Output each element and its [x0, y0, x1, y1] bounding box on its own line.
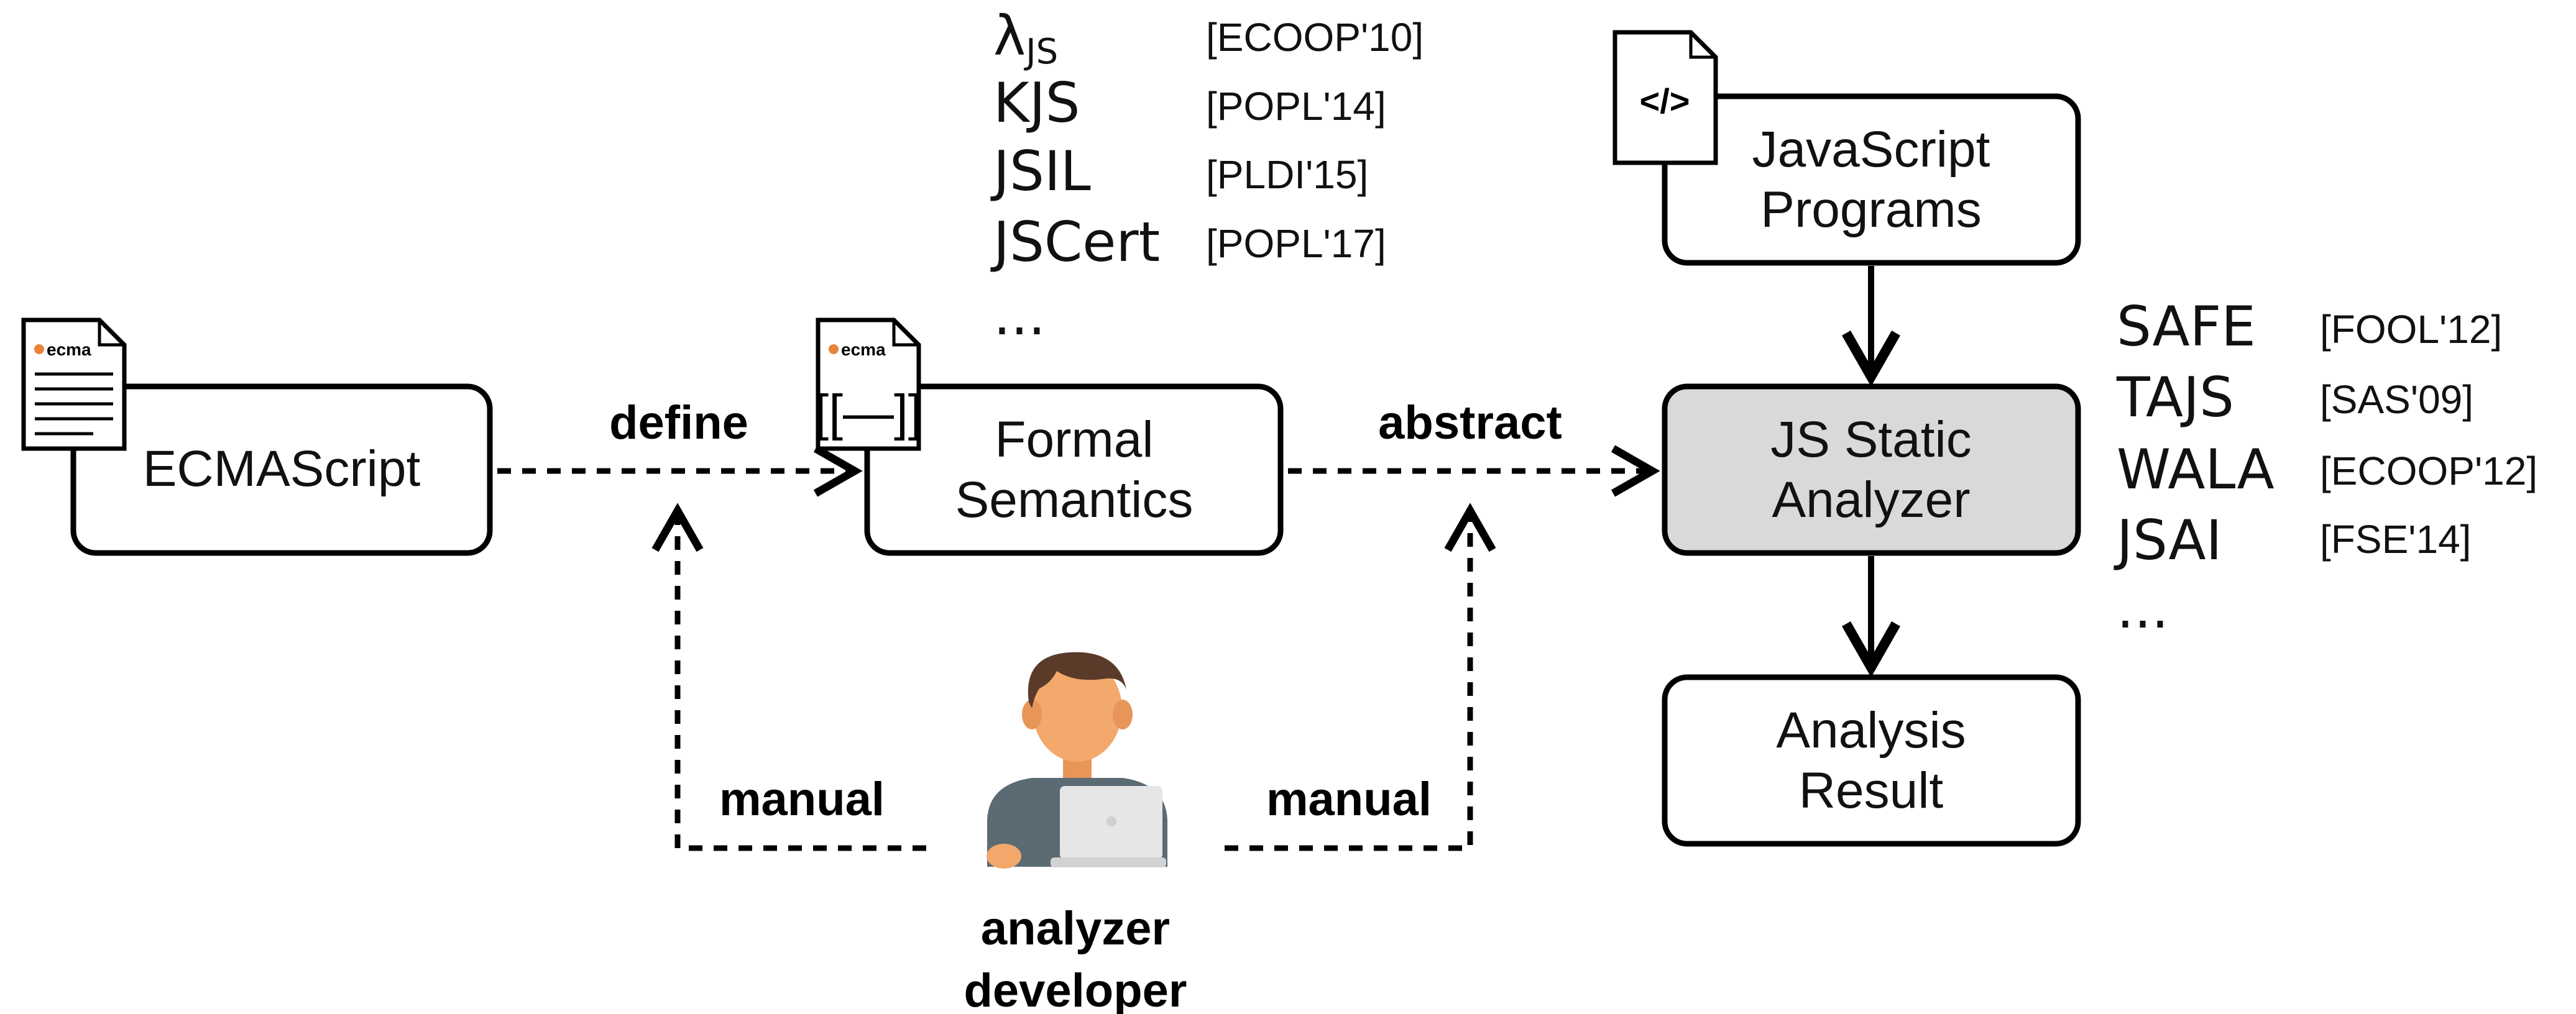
analyzer-cite: [ECOOP'12]: [2320, 449, 2537, 493]
formal-semantics-node: Formal Semantics: [864, 383, 1284, 556]
analysis-result-node: Analysis Result: [1662, 674, 2081, 847]
semantics-name-lambda-js: λJS: [993, 4, 1058, 72]
analyzer-cite: [FSE'14]: [2320, 517, 2471, 562]
static-analyzer-label-line2: Analyzer: [1772, 472, 1970, 528]
ecma-logo-text-2: ecma: [841, 340, 886, 359]
ecma-document-icon: ecma: [21, 317, 127, 451]
analyzer-name: SAFE: [2117, 295, 2256, 359]
ecma-logo-text: ecma: [47, 340, 91, 359]
semantic-bracket-symbol: [[—]]: [814, 385, 922, 441]
semantics-cite: [ECOOP'10]: [1206, 15, 1424, 60]
js-programs-node: JavaScript Programs: [1662, 93, 2081, 266]
code-symbol: </>: [1640, 81, 1690, 121]
semantics-name: JSIL: [990, 139, 1091, 203]
abstract-label: abstract: [1378, 396, 1562, 449]
formal-semantics-label-line1: Formal: [995, 411, 1153, 468]
code-file-icon: </>: [1612, 30, 1718, 165]
developer-icon: [987, 652, 1167, 869]
semantics-list: λJS [ECOOP'10] KJS [POPL'14] JSIL [PLDI'…: [990, 4, 1424, 347]
define-label: define: [609, 396, 748, 449]
semantics-cite: [POPL'17]: [1206, 221, 1386, 266]
analyzers-list: SAFE [FOOL'12] TAJS [SAS'09] WALA [ECOOP…: [2114, 295, 2537, 641]
static-analyzer-label-line1: JS Static: [1770, 411, 1972, 468]
analysis-result-label-line1: Analysis: [1776, 702, 1966, 759]
semantics-cite: [POPL'14]: [1206, 84, 1386, 129]
js-programs-label-line2: Programs: [1760, 181, 1981, 238]
semantics-ellipsis: ...: [993, 283, 1046, 347]
static-analyzer-node: JS Static Analyzer: [1662, 383, 2081, 556]
analyzer-cite: [SAS'09]: [2320, 377, 2473, 422]
analysis-result-label-line2: Result: [1799, 762, 1944, 819]
manual-right-label: manual: [1266, 773, 1432, 826]
semantics-name: KJS: [993, 71, 1080, 135]
semantics-cite: [PLDI'15]: [1206, 152, 1368, 197]
semantics-document-icon: ecma [[—]]: [814, 317, 922, 451]
ecmascript-node: ECMAScript: [70, 383, 493, 556]
manual-right-edge: [1225, 503, 1496, 851]
formal-semantics-label-line2: Semantics: [955, 472, 1194, 528]
manual-left-edge: [651, 503, 926, 851]
manual-left-label: manual: [719, 773, 885, 826]
analyzer-cite: [FOOL'12]: [2320, 307, 2502, 352]
analyzer-name: TAJS: [2116, 365, 2234, 429]
analyzer-name: JSAI: [2114, 508, 2222, 572]
analyzer-name: WALA: [2117, 437, 2275, 501]
ecmascript-label: ECMAScript: [143, 441, 421, 497]
developer-label-line2: developer: [964, 964, 1187, 1014]
analyzer-ellipsis: ...: [2117, 577, 2169, 641]
semantics-name: JSCert: [990, 210, 1160, 274]
developer-label-line1: analyzer: [981, 902, 1170, 955]
js-programs-label-line1: JavaScript: [1752, 121, 1990, 178]
